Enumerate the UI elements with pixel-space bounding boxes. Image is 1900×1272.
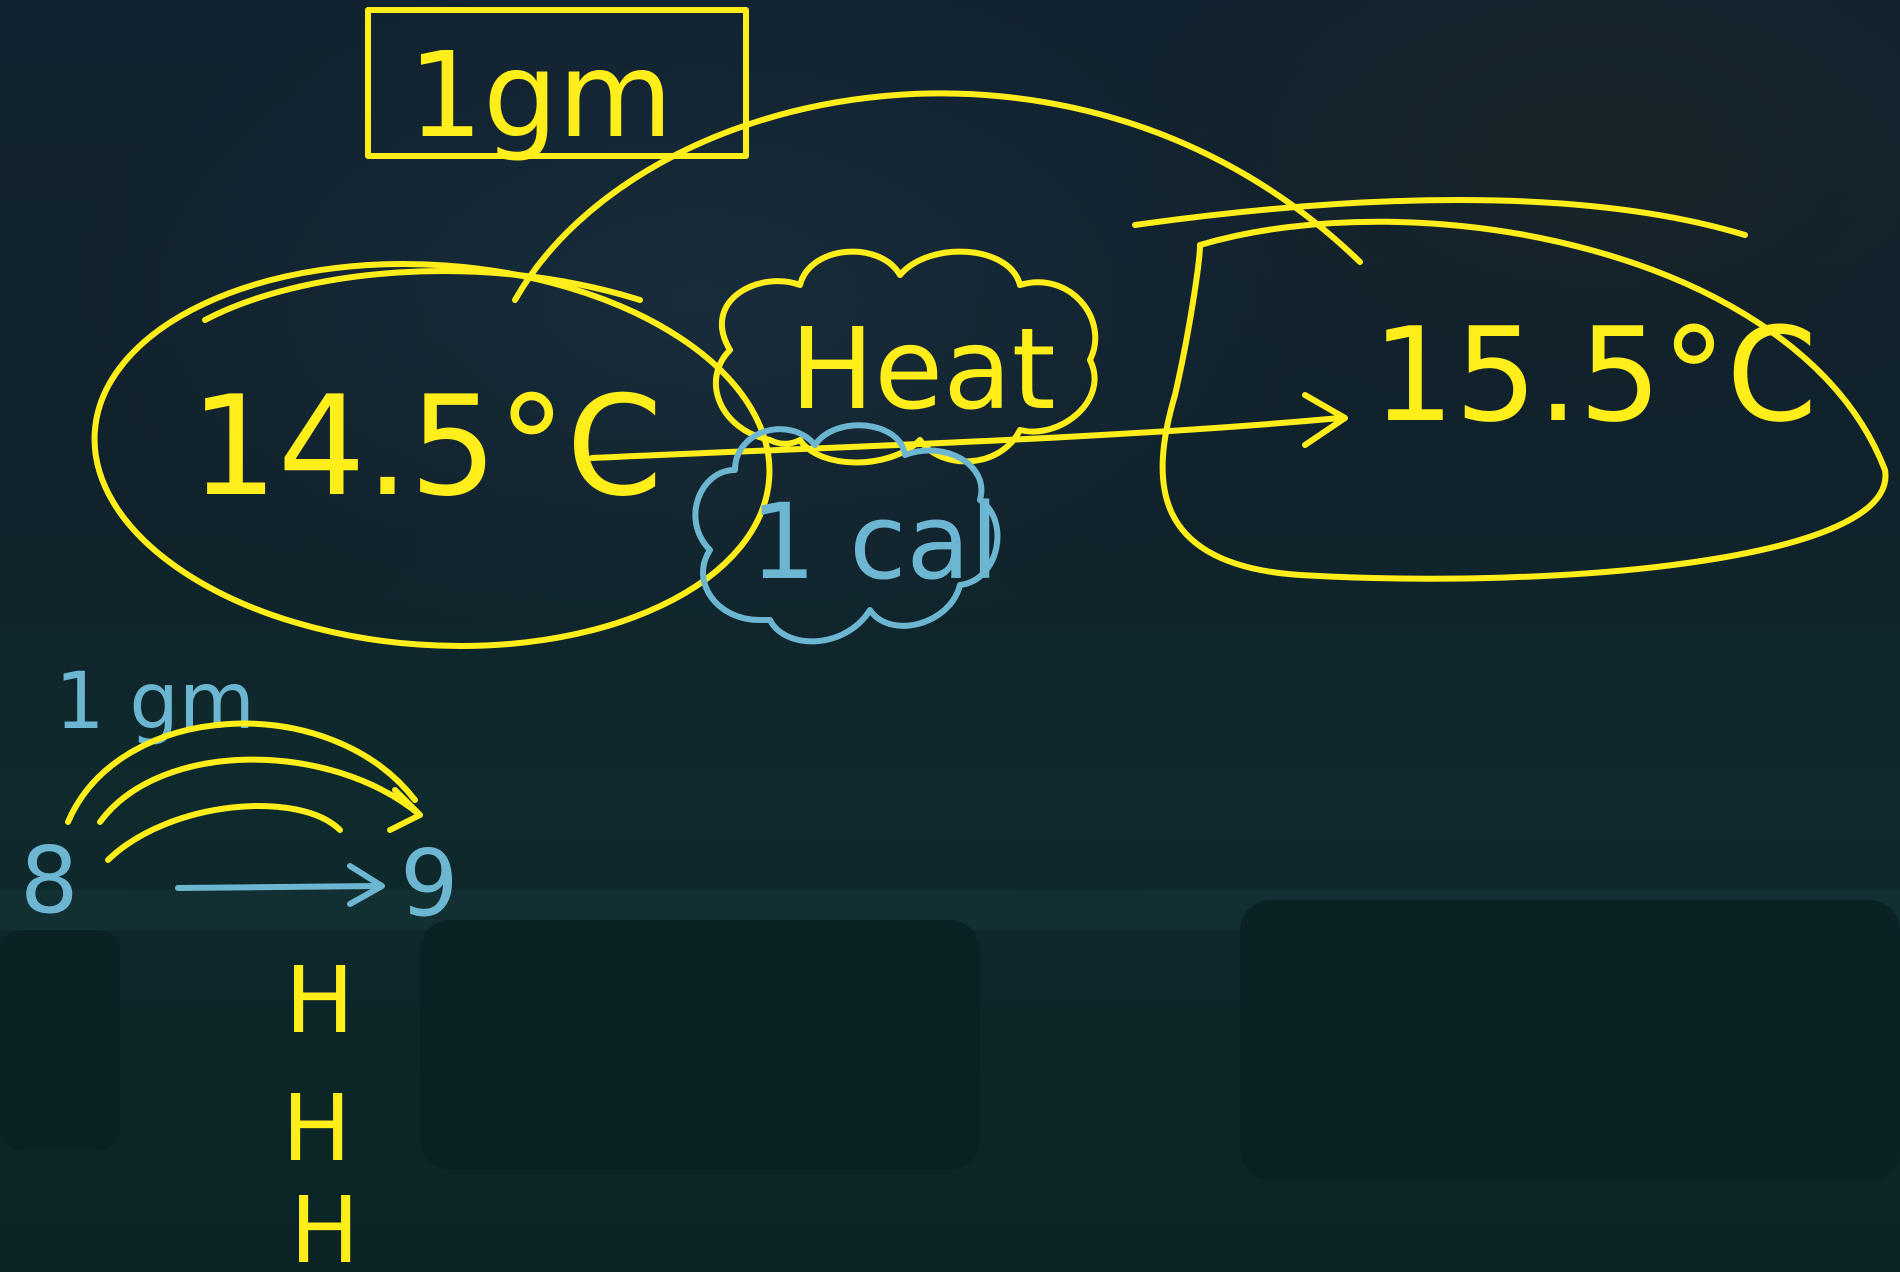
small-arrow-line	[175, 883, 383, 891]
to-number: 9	[400, 830, 459, 937]
top-arc	[512, 90, 1363, 303]
heat-cloud	[712, 248, 1099, 466]
start-temp-label: 14.5°C	[190, 366, 663, 527]
mass-box-label: 1gm	[408, 26, 673, 164]
small-arc-outer	[65, 720, 418, 825]
main-arrow-head	[1302, 392, 1348, 448]
calorie-label: 1 cal	[750, 481, 999, 603]
end-temp-label: 15.5°C	[1372, 299, 1817, 451]
small-arc-middle	[97, 756, 423, 825]
side-mass-label: 1 gm	[55, 657, 255, 747]
main-arrow-line	[589, 415, 1343, 461]
end-temp-ellipse	[1159, 218, 1889, 582]
h-letter-3: H	[290, 1177, 359, 1272]
from-number: 8	[20, 827, 79, 934]
mass-box	[365, 7, 749, 159]
small-arc-inner	[105, 803, 343, 863]
h-letter-1: H	[285, 947, 354, 1054]
background-desks	[0, 890, 1900, 1180]
heat-label: Heat	[790, 305, 1056, 435]
small-arrow-head	[347, 863, 385, 907]
start-temp-ellipse	[91, 261, 773, 649]
calorie-cloud	[692, 422, 1001, 645]
h-letter-2: H	[282, 1075, 351, 1182]
end-temp-ellipse-overstroke	[1132, 197, 1748, 238]
start-temp-ellipse-overstroke	[202, 268, 643, 323]
small-arc-arrowhead	[387, 787, 423, 833]
